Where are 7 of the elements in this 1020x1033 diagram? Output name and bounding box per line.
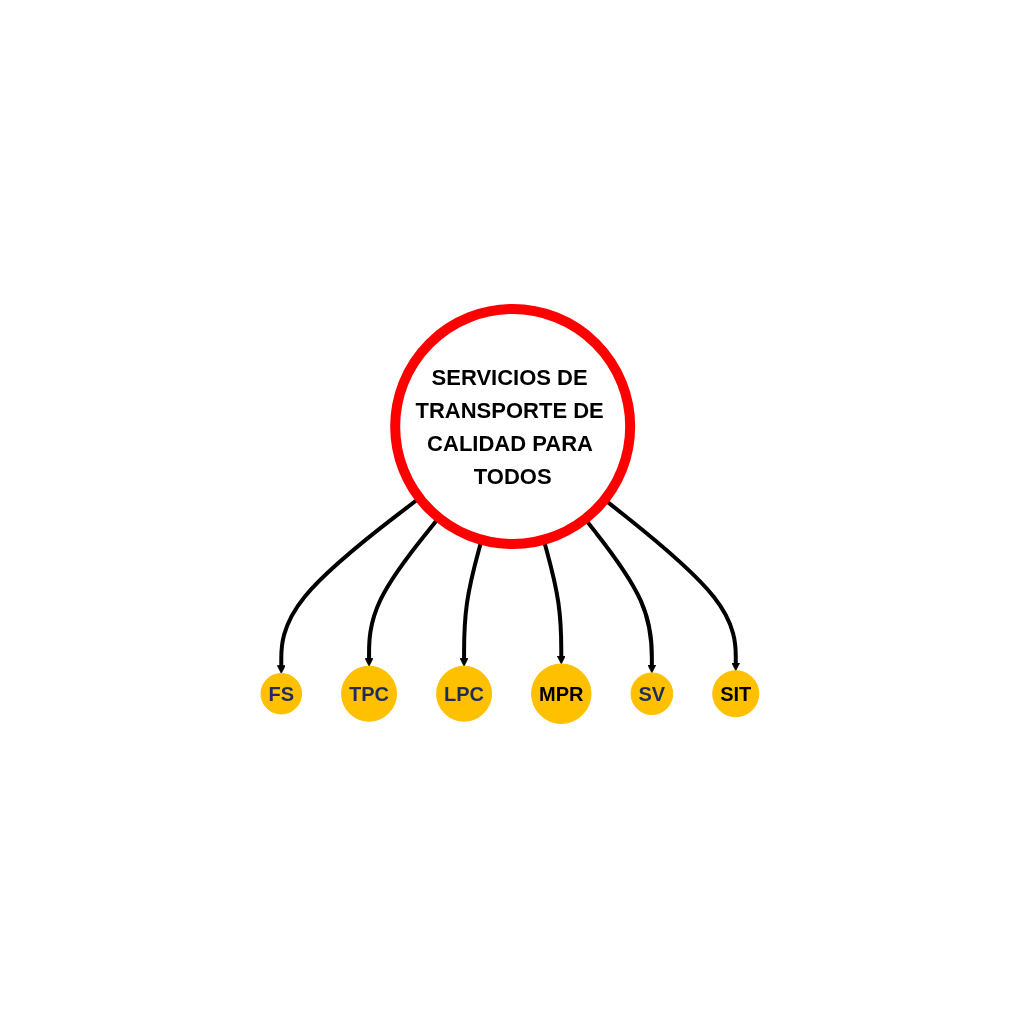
node-circle: SIT	[712, 670, 760, 718]
node-circle: SERVICIOS DE TRANSPORTE DE CALIDAD PARA TODOS	[390, 304, 636, 550]
node-circle: LPC	[436, 666, 493, 722]
node-circle: SV	[630, 672, 674, 716]
node-circle: TPC	[341, 666, 398, 722]
node-circle: FS	[260, 673, 303, 715]
node-circle: MPR	[531, 663, 592, 725]
